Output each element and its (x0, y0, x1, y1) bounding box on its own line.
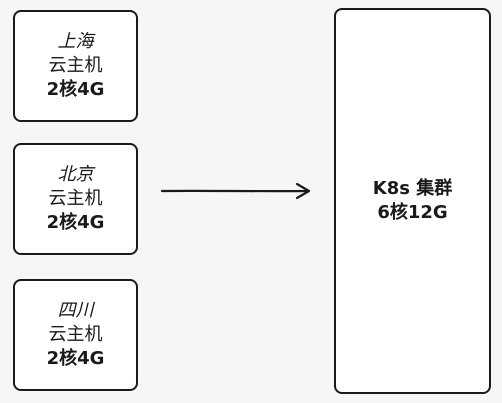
host-name: 上海 (57, 31, 94, 52)
host-spec: 2核4G (46, 212, 105, 233)
migration-arrow (160, 182, 311, 200)
k8s-cluster-box: K8s 集群 6核12G (334, 8, 491, 394)
arrow-head (295, 182, 311, 200)
host-name: 四川 (57, 300, 94, 321)
host-type: 云主机 (48, 188, 103, 209)
cluster-name: K8s 集群 (372, 178, 453, 199)
host-type: 云主机 (48, 324, 103, 345)
host-spec: 2核4G (46, 348, 105, 369)
host-spec: 2核4G (46, 79, 105, 100)
cluster-spec: 6核12G (377, 202, 448, 223)
host-box-shanghai: 上海 云主机 2核4G (13, 10, 138, 122)
host-type: 云主机 (48, 55, 103, 76)
host-box-sichuan: 四川 云主机 2核4G (13, 279, 138, 391)
host-box-beijing: 北京 云主机 2核4G (13, 143, 138, 255)
host-name: 北京 (57, 164, 94, 185)
